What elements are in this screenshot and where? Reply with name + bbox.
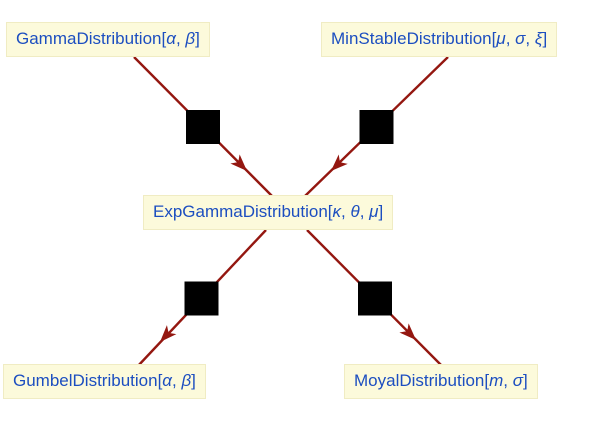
square-marker-icon (358, 281, 392, 316)
node-min-stable-distribution[interactable]: MinStableDistribution[μ, σ, ξ] (321, 22, 558, 57)
node-exp-gamma-distribution[interactable]: ExpGammaDistribution[κ, θ, μ] (143, 195, 394, 230)
square-marker-icon (359, 110, 394, 144)
distribution-parameter: σ (515, 29, 526, 48)
arrowhead-icon (160, 325, 177, 342)
node-gamma-distribution[interactable]: GammaDistribution[α, β] (6, 22, 210, 57)
distribution-parameter: ξ (534, 29, 543, 48)
square-marker-icon (184, 281, 219, 316)
node-gumbel-distribution[interactable]: GumbelDistribution[α, β] (3, 364, 206, 399)
node-moyal-distribution[interactable]: MoyalDistribution[m, σ] (344, 364, 538, 399)
distribution-parameter: σ (512, 371, 524, 390)
distribution-name: MinStableDistribution (331, 29, 492, 48)
arrowhead-icon (230, 154, 247, 171)
arrowhead-icon (399, 323, 416, 340)
distribution-parameter: μ (496, 29, 506, 48)
distribution-parameter: κ (332, 202, 342, 221)
distribution-parameter: θ (350, 202, 360, 221)
distribution-parameter: μ (369, 202, 379, 221)
distribution-name: ExpGammaDistribution (153, 202, 328, 221)
distribution-name: GammaDistribution (16, 29, 162, 48)
distribution-parameter: α (162, 371, 172, 390)
distribution-parameter: β (181, 371, 192, 390)
distribution-name: MoyalDistribution (354, 371, 485, 390)
distribution-parameter: β (185, 29, 196, 48)
distribution-name: GumbelDistribution (13, 371, 158, 390)
distribution-parameter: α (166, 29, 176, 48)
distribution-parameter: m (489, 371, 504, 390)
arrowhead-icon (331, 154, 348, 171)
square-marker-icon (186, 110, 220, 144)
